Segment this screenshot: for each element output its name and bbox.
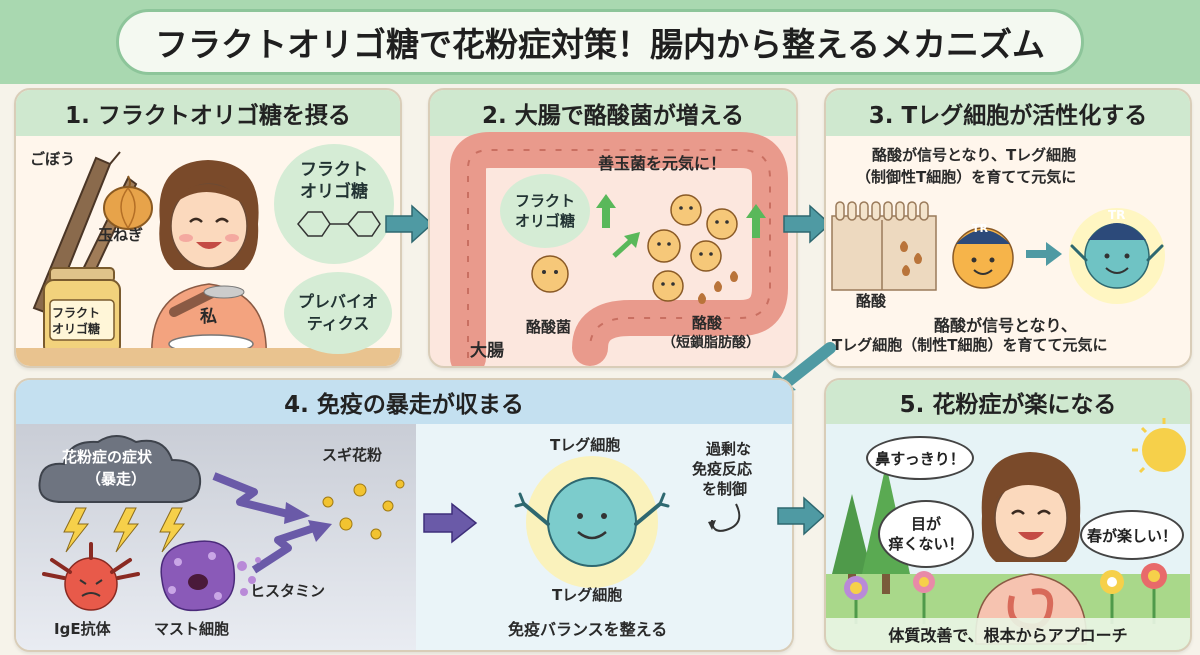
panel-5-footer-text: 体質改善で、根本からアプローチ bbox=[888, 626, 1128, 645]
zigzag-arrow-icon bbox=[212, 472, 310, 524]
molecule-icon bbox=[297, 211, 381, 237]
arrow-activation-icon bbox=[1026, 242, 1062, 266]
arrow-step-2-to-3-icon bbox=[783, 204, 832, 244]
curl-arrow-icon bbox=[708, 503, 741, 532]
panel-step-4: 4. 免疫の暴走が収まる 花粉症の症状 （暴走） スギ花粉 IgE抗体 bbox=[14, 378, 794, 652]
butyrate-bacteria-cluster-icon bbox=[531, 194, 738, 304]
suppress-line-3: を制御 bbox=[702, 480, 748, 498]
panel-3-header: 3. Tレグ細胞が活性化する bbox=[826, 90, 1190, 136]
colon-label: 大腸 bbox=[470, 341, 504, 361]
table-edge bbox=[16, 348, 400, 366]
gut-lining-icon bbox=[831, 201, 937, 291]
panel-3-bottom-line-2: Tレグ細胞（制性T細胞）を育てて元気に bbox=[832, 336, 1108, 354]
prebiotics-bubble-line-2: ティクス bbox=[306, 314, 370, 333]
panel-5-footer: 体質改善で、根本からアプローチ bbox=[826, 618, 1190, 650]
fos-bubble-line-2: オリゴ糖 bbox=[300, 182, 368, 202]
treg-cell-active-icon bbox=[1069, 208, 1165, 304]
eyes-not-itchy-bubble: 目が 痒くない！ bbox=[878, 500, 974, 568]
arrow-suppress-icon bbox=[423, 502, 478, 544]
balance-label: 免疫バランスを整える bbox=[508, 620, 668, 639]
panel-step-2: 2. 大腸で酪酸菌が増える 大腸 善玉菌を元気に！ フラクト オリゴ糖 bbox=[428, 88, 798, 368]
jar-label-line-2: オリゴ糖 bbox=[52, 322, 101, 336]
person-label: 私 bbox=[200, 307, 217, 327]
jar-icon bbox=[43, 267, 121, 357]
lightning-icon bbox=[63, 507, 186, 553]
panel-5-header: 5. 花粉症が楽になる bbox=[826, 380, 1190, 424]
burdock-label: ごぼう bbox=[30, 150, 76, 168]
butyrate-bacteria-label: 酪酸菌 bbox=[526, 318, 572, 336]
panel-1-header: 1. フラクトオリゴ糖を摂る bbox=[16, 90, 400, 136]
onion-label: 玉ねぎ bbox=[98, 226, 144, 244]
fos-bubble: フラクト オリゴ糖 bbox=[274, 144, 394, 264]
panel-2-header: 2. 大腸で酪酸菌が増える bbox=[430, 90, 796, 136]
panel-2-top-text: 善玉菌を元気に！ bbox=[598, 154, 727, 173]
fos-small-line-2: オリゴ糖 bbox=[514, 212, 575, 230]
arrow-step-1-to-2-icon bbox=[385, 204, 434, 244]
panel-step-5: 5. 花粉症が楽になる 鼻すっきり！ 目が bbox=[824, 378, 1192, 652]
butyrate-label-line-1: 酪酸 bbox=[692, 314, 723, 332]
treg-cell-small-icon bbox=[952, 227, 1014, 289]
treg-top-label: Tレグ細胞 bbox=[550, 436, 621, 454]
pollen-label: スギ花粉 bbox=[322, 446, 383, 464]
storm-cloud-icon bbox=[38, 435, 202, 504]
spring-fun-bubble: 春が楽しい！ bbox=[1080, 510, 1184, 560]
title-band: フラクトオリゴ糖で花粉症対策！腸内から整えるメカニズム bbox=[0, 0, 1200, 84]
growth-arrow-diagonal-icon bbox=[612, 232, 640, 258]
nose-clear-bubble: 鼻すっきり！ bbox=[866, 436, 974, 480]
woman-eating-icon bbox=[151, 160, 267, 361]
mast-cell-icon bbox=[160, 540, 261, 612]
eyes-line-2: 痒くない！ bbox=[888, 535, 964, 553]
panel-3-butyrate-label: 酪酸 bbox=[856, 292, 887, 310]
butyrate-label-line-2: （短鎖脂肪酸） bbox=[662, 335, 760, 351]
growth-arrow-icon-2 bbox=[746, 204, 766, 238]
zigzag-arrow-icon-2 bbox=[251, 520, 332, 574]
panel-3-desc-line-2: （制御性T細胞）を育てて元気に bbox=[856, 168, 1077, 186]
panel-step-1: 1. フラクトオリゴ糖を摂る ごぼう 玉ねぎ フラクト オリゴ糖 私 bbox=[14, 88, 402, 368]
histamine-label: ヒスタミン bbox=[250, 582, 326, 600]
colon-icon bbox=[450, 132, 788, 366]
treg-bottom-label: Tレグ細胞 bbox=[552, 586, 623, 604]
jar-label-line-1: フラクト bbox=[52, 306, 101, 320]
happy-woman-icon bbox=[975, 452, 1087, 645]
suppress-line-2: 免疫反応 bbox=[692, 460, 753, 478]
ige-label: IgE抗体 bbox=[54, 620, 111, 638]
pollen-icon bbox=[322, 479, 405, 540]
prebiotics-bubble: プレバイオ ティクス bbox=[284, 272, 392, 354]
prebiotics-bubble-line-1: プレバイオ bbox=[297, 292, 378, 311]
treg-badge-small: TR bbox=[972, 222, 988, 235]
fos-bubble-line-1: フラクト bbox=[300, 160, 368, 180]
onion-icon bbox=[103, 175, 153, 230]
fos-small-line-1: フラクト bbox=[514, 192, 575, 210]
growth-arrow-icon bbox=[596, 194, 616, 228]
treg-cell-hero-icon bbox=[514, 456, 670, 588]
page-title: フラクトオリゴ糖で花粉症対策！腸内から整えるメカニズム bbox=[115, 9, 1084, 75]
treg-badge-active: TR bbox=[1108, 208, 1126, 222]
arrow-step-4-to-5-icon bbox=[777, 496, 826, 536]
cloud-label-line-2: （暴走） bbox=[86, 470, 147, 488]
ige-antibody-icon bbox=[42, 542, 140, 611]
mast-cell-label: マスト細胞 bbox=[154, 620, 230, 638]
panel-4-header: 4. 免疫の暴走が収まる bbox=[16, 380, 792, 424]
panel-step-3: 3. Tレグ細胞が活性化する 酪酸が信号となり、Tレグ細胞 （制御性T細胞）を育… bbox=[824, 88, 1192, 368]
panel-3-bottom-line-1: 酪酸が信号となり、 bbox=[934, 316, 1077, 335]
eyes-line-1: 目が bbox=[910, 515, 941, 533]
fos-small-bubble: フラクト オリゴ糖 bbox=[500, 174, 590, 248]
flowers-icon bbox=[844, 563, 1167, 624]
suppress-line-1: 過剰な bbox=[706, 440, 752, 458]
panel-3-desc-line-1: 酪酸が信号となり、Tレグ細胞 bbox=[872, 146, 1077, 164]
nose-clear-text: 鼻すっきり！ bbox=[875, 449, 965, 468]
spring-fun-text: 春が楽しい！ bbox=[1086, 526, 1177, 545]
cloud-label-line-1: 花粉症の症状 bbox=[62, 448, 153, 466]
